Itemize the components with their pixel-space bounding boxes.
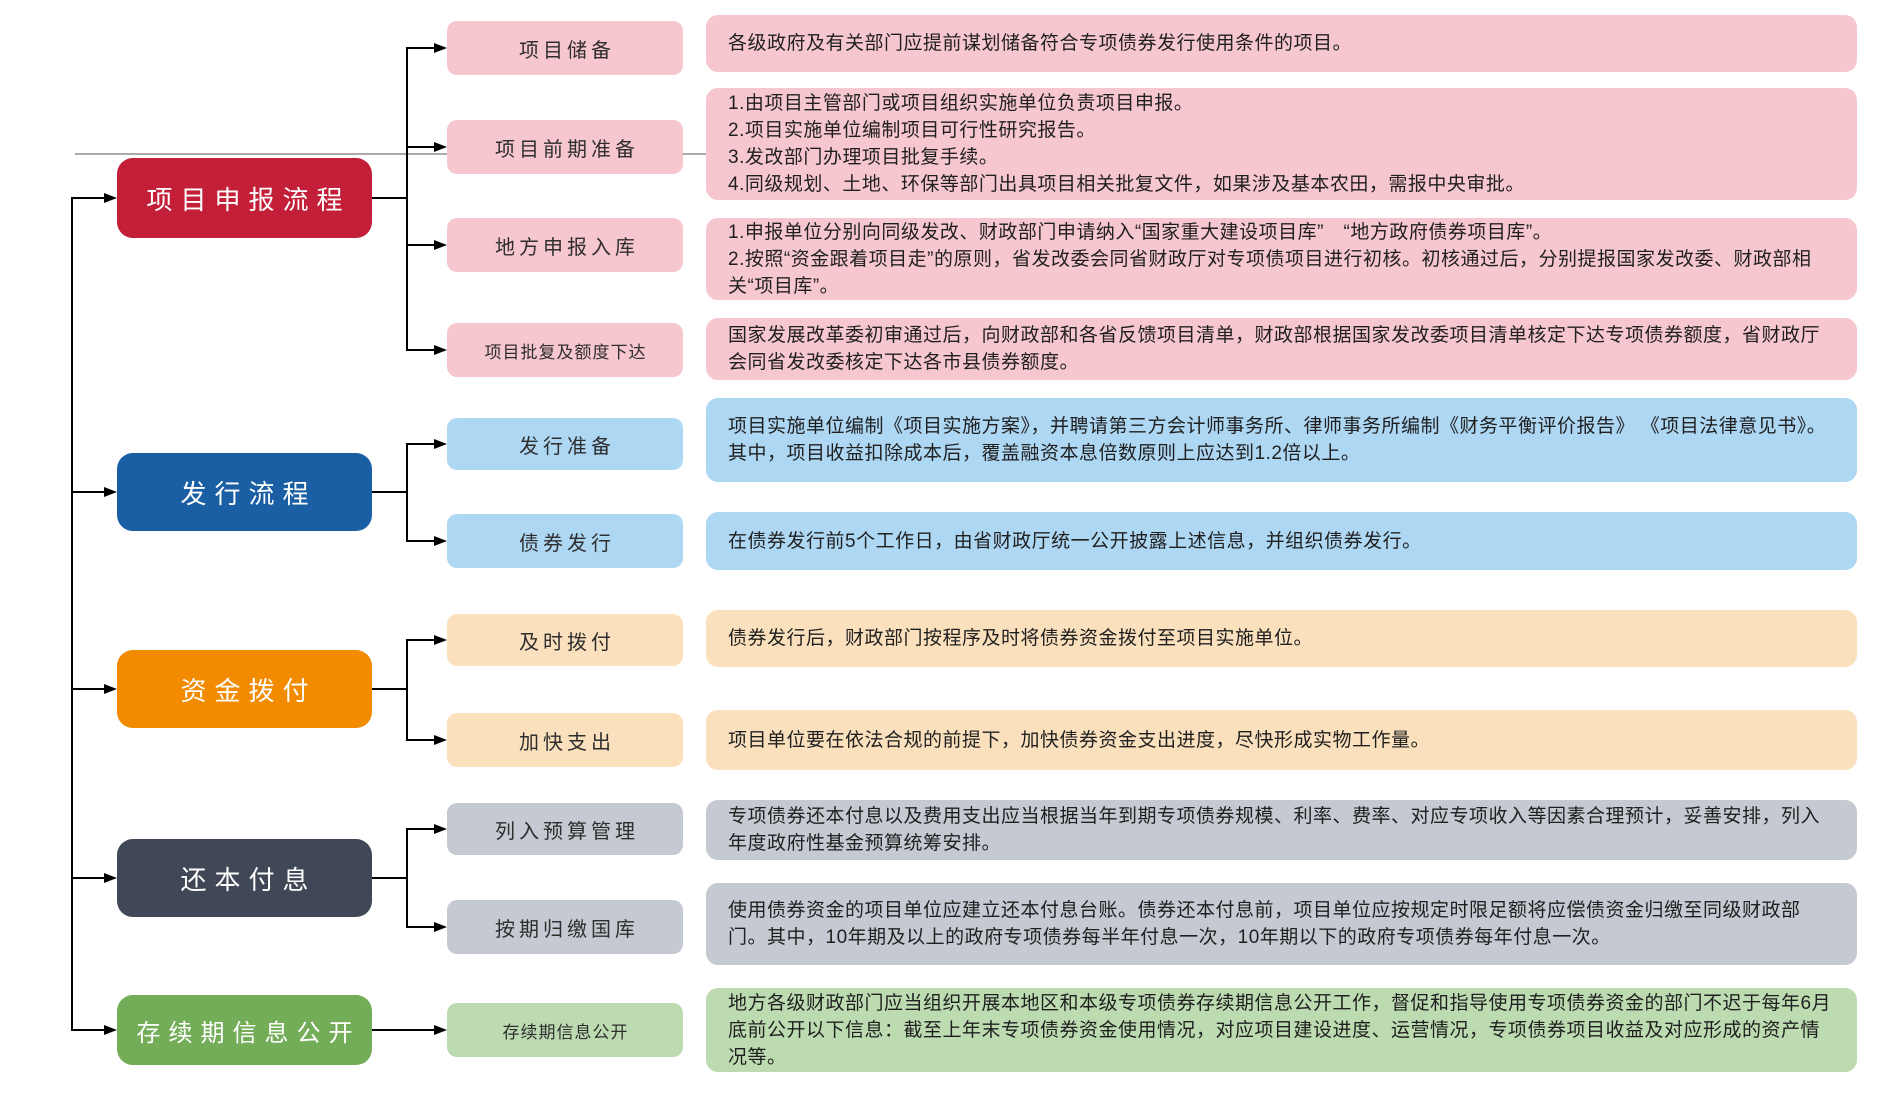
section-label: 资金拨付 bbox=[180, 675, 317, 706]
desc-paragraph: 地方各级财政部门应当组织开展本地区和本级专项债券存续期信息公开工作，督促和指导使… bbox=[728, 992, 1832, 1068]
step-label: 项目批复及额度下达 bbox=[484, 342, 647, 362]
step-label: 及时拨付 bbox=[519, 631, 615, 654]
step-node-fund-allocation-1: 加快支出 bbox=[447, 713, 683, 767]
step-description-project-application-1: 1.由项目主管部门或项目组织实施单位负责项目申报。 2.项目实施单位编制项目可行性… bbox=[706, 88, 1857, 200]
desc-paragraph: 项目实施单位编制《项目实施方案》，并聘请第三方会计师事务所、律师事务所编制《财务… bbox=[728, 416, 1827, 464]
step-label: 按期归缴国库 bbox=[495, 918, 639, 941]
step-label: 地方申报入库 bbox=[495, 236, 639, 259]
step-label: 加快支出 bbox=[519, 731, 615, 754]
desc-paragraph: 2.项目实施单位编制项目可行性研究报告。 bbox=[728, 120, 1096, 141]
step-description-issuance-process-1: 在债券发行前5个工作日，由省财政厅统一公开披露上述信息，并组织债券发行。 bbox=[706, 512, 1857, 570]
desc-paragraph: 各级政府及有关部门应提前谋划储备符合专项债券发行使用条件的项目。 bbox=[728, 33, 1353, 54]
desc-paragraph: 3.发改部门办理项目批复手续。 bbox=[728, 147, 999, 168]
desc-paragraph: 使用债券资金的项目单位应建立还本付息台账。债券还本付息前，项目单位应按规定时限足… bbox=[728, 900, 1801, 948]
section-node-issuance-process: 发行流程 bbox=[117, 453, 372, 531]
step-label: 债券发行 bbox=[519, 532, 615, 555]
section-node-principal-interest-repayment: 还本付息 bbox=[117, 839, 372, 917]
step-node-project-application-0: 项目储备 bbox=[447, 21, 683, 75]
step-description-fund-allocation-1: 项目单位要在依法合规的前提下，加快债券资金支出进度，尽快形成实物工作量。 bbox=[706, 710, 1857, 770]
desc-paragraph: 4.同级规划、土地、环保等部门出具项目相关批复文件，如果涉及基本农田，需报中央审… bbox=[728, 174, 1525, 195]
step-description-duration-info-disclosure-0: 地方各级财政部门应当组织开展本地区和本级专项债券存续期信息公开工作，督促和指导使… bbox=[706, 988, 1857, 1072]
step-node-duration-info-disclosure-0: 存续期信息公开 bbox=[447, 1003, 683, 1057]
desc-paragraph: 专项债券还本付息以及费用支出应当根据当年到期专项债券规模、利率、费率、对应专项收… bbox=[728, 806, 1821, 854]
step-node-project-application-1: 项目前期准备 bbox=[447, 120, 683, 174]
step-label: 存续期信息公开 bbox=[502, 1022, 629, 1042]
desc-paragraph: 债券发行后，财政部门按程序及时将债券资金拨付至项目实施单位。 bbox=[728, 628, 1314, 649]
step-node-project-application-2: 地方申报入库 bbox=[447, 218, 683, 272]
step-description-project-application-3: 国家发展改革委初审通过后，向财政部和各省反馈项目清单，财政部根据国家发改委项目清… bbox=[706, 318, 1857, 380]
step-label: 列入预算管理 bbox=[495, 820, 639, 843]
step-description-principal-interest-repayment-1: 使用债券资金的项目单位应建立还本付息台账。债券还本付息前，项目单位应按规定时限足… bbox=[706, 883, 1857, 965]
desc-paragraph: 在债券发行前5个工作日，由省财政厅统一公开披露上述信息，并组织债券发行。 bbox=[728, 530, 1422, 552]
step-node-fund-allocation-0: 及时拨付 bbox=[447, 614, 683, 666]
desc-paragraph: 1.由项目主管部门或项目组织实施单位负责项目申报。 bbox=[728, 93, 1194, 114]
step-label: 发行准备 bbox=[519, 435, 615, 458]
step-description-fund-allocation-0: 债券发行后，财政部门按程序及时将债券资金拨付至项目实施单位。 bbox=[706, 610, 1857, 667]
desc-paragraph: 国家发展改革委初审通过后，向财政部和各省反馈项目清单，财政部根据国家发改委项目清… bbox=[728, 325, 1821, 373]
section-label: 项目申报流程 bbox=[146, 184, 351, 215]
section-label: 还本付息 bbox=[180, 864, 317, 895]
step-node-principal-interest-repayment-1: 按期归缴国库 bbox=[447, 900, 683, 954]
step-description-project-application-0: 各级政府及有关部门应提前谋划储备符合专项债券发行使用条件的项目。 bbox=[706, 15, 1857, 72]
desc-paragraph: 1.申报单位分别向同级发改、财政部门申请纳入“国家重大建设项目库” “地方政府债… bbox=[728, 221, 1553, 243]
step-label: 项目前期准备 bbox=[495, 138, 639, 161]
step-node-project-application-3: 项目批复及额度下达 bbox=[447, 323, 683, 377]
step-description-principal-interest-repayment-0: 专项债券还本付息以及费用支出应当根据当年到期专项债券规模、利率、费率、对应专项收… bbox=[706, 800, 1857, 860]
step-node-issuance-process-1: 债券发行 bbox=[447, 514, 683, 568]
step-description-project-application-2: 1.申报单位分别向同级发改、财政部门申请纳入“国家重大建设项目库” “地方政府债… bbox=[706, 218, 1857, 300]
desc-paragraph: 2.按照“资金跟着项目走”的原则，省发改委会同省财政厅对专项债项目进行初核。初核… bbox=[728, 248, 1812, 297]
step-node-principal-interest-repayment-0: 列入预算管理 bbox=[447, 803, 683, 855]
section-label: 存续期信息公开 bbox=[136, 1019, 361, 1047]
section-label: 发行流程 bbox=[180, 478, 317, 509]
desc-paragraph: 项目单位要在依法合规的前提下，加快债券资金支出进度，尽快形成实物工作量。 bbox=[728, 729, 1431, 751]
section-node-fund-allocation: 资金拨付 bbox=[117, 650, 372, 728]
section-node-duration-info-disclosure: 存续期信息公开 bbox=[117, 995, 372, 1065]
step-node-issuance-process-0: 发行准备 bbox=[447, 418, 683, 470]
step-description-issuance-process-0: 项目实施单位编制《项目实施方案》，并聘请第三方会计师事务所、律师事务所编制《财务… bbox=[706, 398, 1857, 482]
step-label: 项目储备 bbox=[519, 39, 615, 62]
section-node-project-application: 项目申报流程 bbox=[117, 158, 372, 238]
